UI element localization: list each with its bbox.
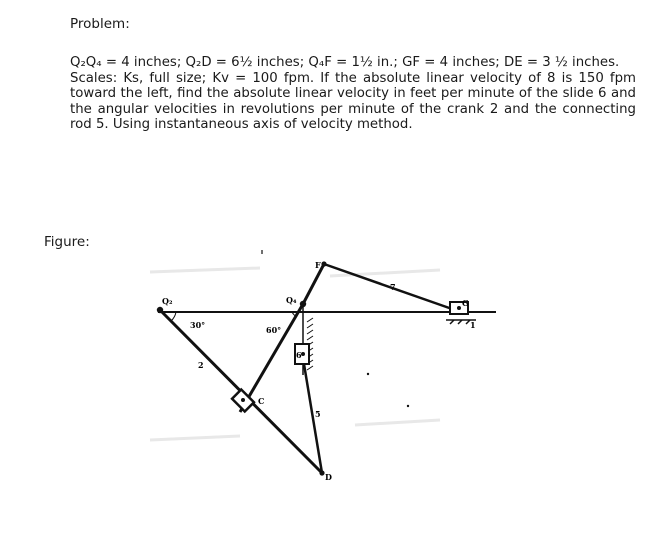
link-7 — [323, 262, 456, 312]
label-d: D — [325, 472, 332, 482]
slider-8-ground — [446, 319, 476, 325]
pivot-q2 — [156, 306, 164, 314]
link-5 — [301, 357, 324, 474]
figure-heading: Figure: — [44, 234, 90, 250]
angle-arc-left — [170, 311, 177, 322]
label-q2: Q₂ — [162, 296, 173, 306]
problem-statement: Q₂Q₄ = 4 inches; Q₂D = 6½ inches; Q₄F = … — [70, 55, 636, 133]
mechanism-drawing: Q₂ Q₄ F C D G 2 5 7 1 6 30° 60° — [149, 250, 496, 482]
link-q4-f — [301, 263, 326, 305]
label-g: G — [462, 298, 469, 308]
link-4 — [238, 303, 305, 413]
angle-arc-center — [291, 311, 298, 318]
pivot-g — [457, 306, 461, 310]
pivot-f — [321, 261, 327, 267]
label-slider-6: 6 — [296, 350, 302, 360]
mechanism-figure: Q₂ Q₄ F C D G 2 5 7 1 6 30° 60° — [110, 240, 500, 490]
label-link-5: 5 — [315, 409, 321, 419]
problem-question: Scales: Ks, full size; Kv = 100 fpm. If … — [70, 70, 636, 133]
problem-heading: Problem: — [70, 16, 130, 32]
label-link-7: 7 — [390, 282, 396, 292]
pivot-d — [319, 470, 325, 476]
dot-mark-right — [366, 372, 370, 376]
scan-texture — [149, 266, 441, 442]
dot-mark-far-right — [406, 404, 410, 408]
label-c: C — [258, 396, 264, 406]
label-link-1: 1 — [470, 320, 476, 330]
label-angle-left: 30° — [190, 320, 205, 330]
label-angle-center: 60° — [266, 325, 281, 335]
pivot-q4 — [299, 300, 307, 308]
problem-dimensions: Q₂Q₄ = 4 inches; Q₂D = 6½ inches; Q₄F = … — [70, 55, 620, 70]
label-link-2: 2 — [198, 360, 204, 370]
pivot-c — [241, 398, 245, 402]
label-q4: Q₄ — [286, 295, 297, 305]
label-f: F — [315, 260, 321, 270]
pivot-e — [301, 352, 305, 356]
